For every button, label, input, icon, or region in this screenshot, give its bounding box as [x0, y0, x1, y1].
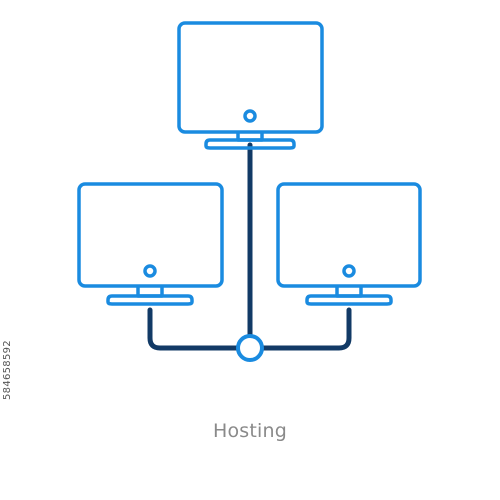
- bottom-connector-right: [259, 307, 352, 351]
- monitor-top-icon: [177, 21, 324, 150]
- stock-image-id: 584658592: [2, 340, 13, 400]
- network-connectors: [147, 142, 352, 351]
- monitor-left-icon: [77, 182, 224, 306]
- bottom-connector-left: [147, 307, 241, 351]
- icon-caption: Hosting: [212, 420, 288, 442]
- monitor-right-icon: [276, 182, 422, 306]
- hub-node-icon: [236, 334, 264, 362]
